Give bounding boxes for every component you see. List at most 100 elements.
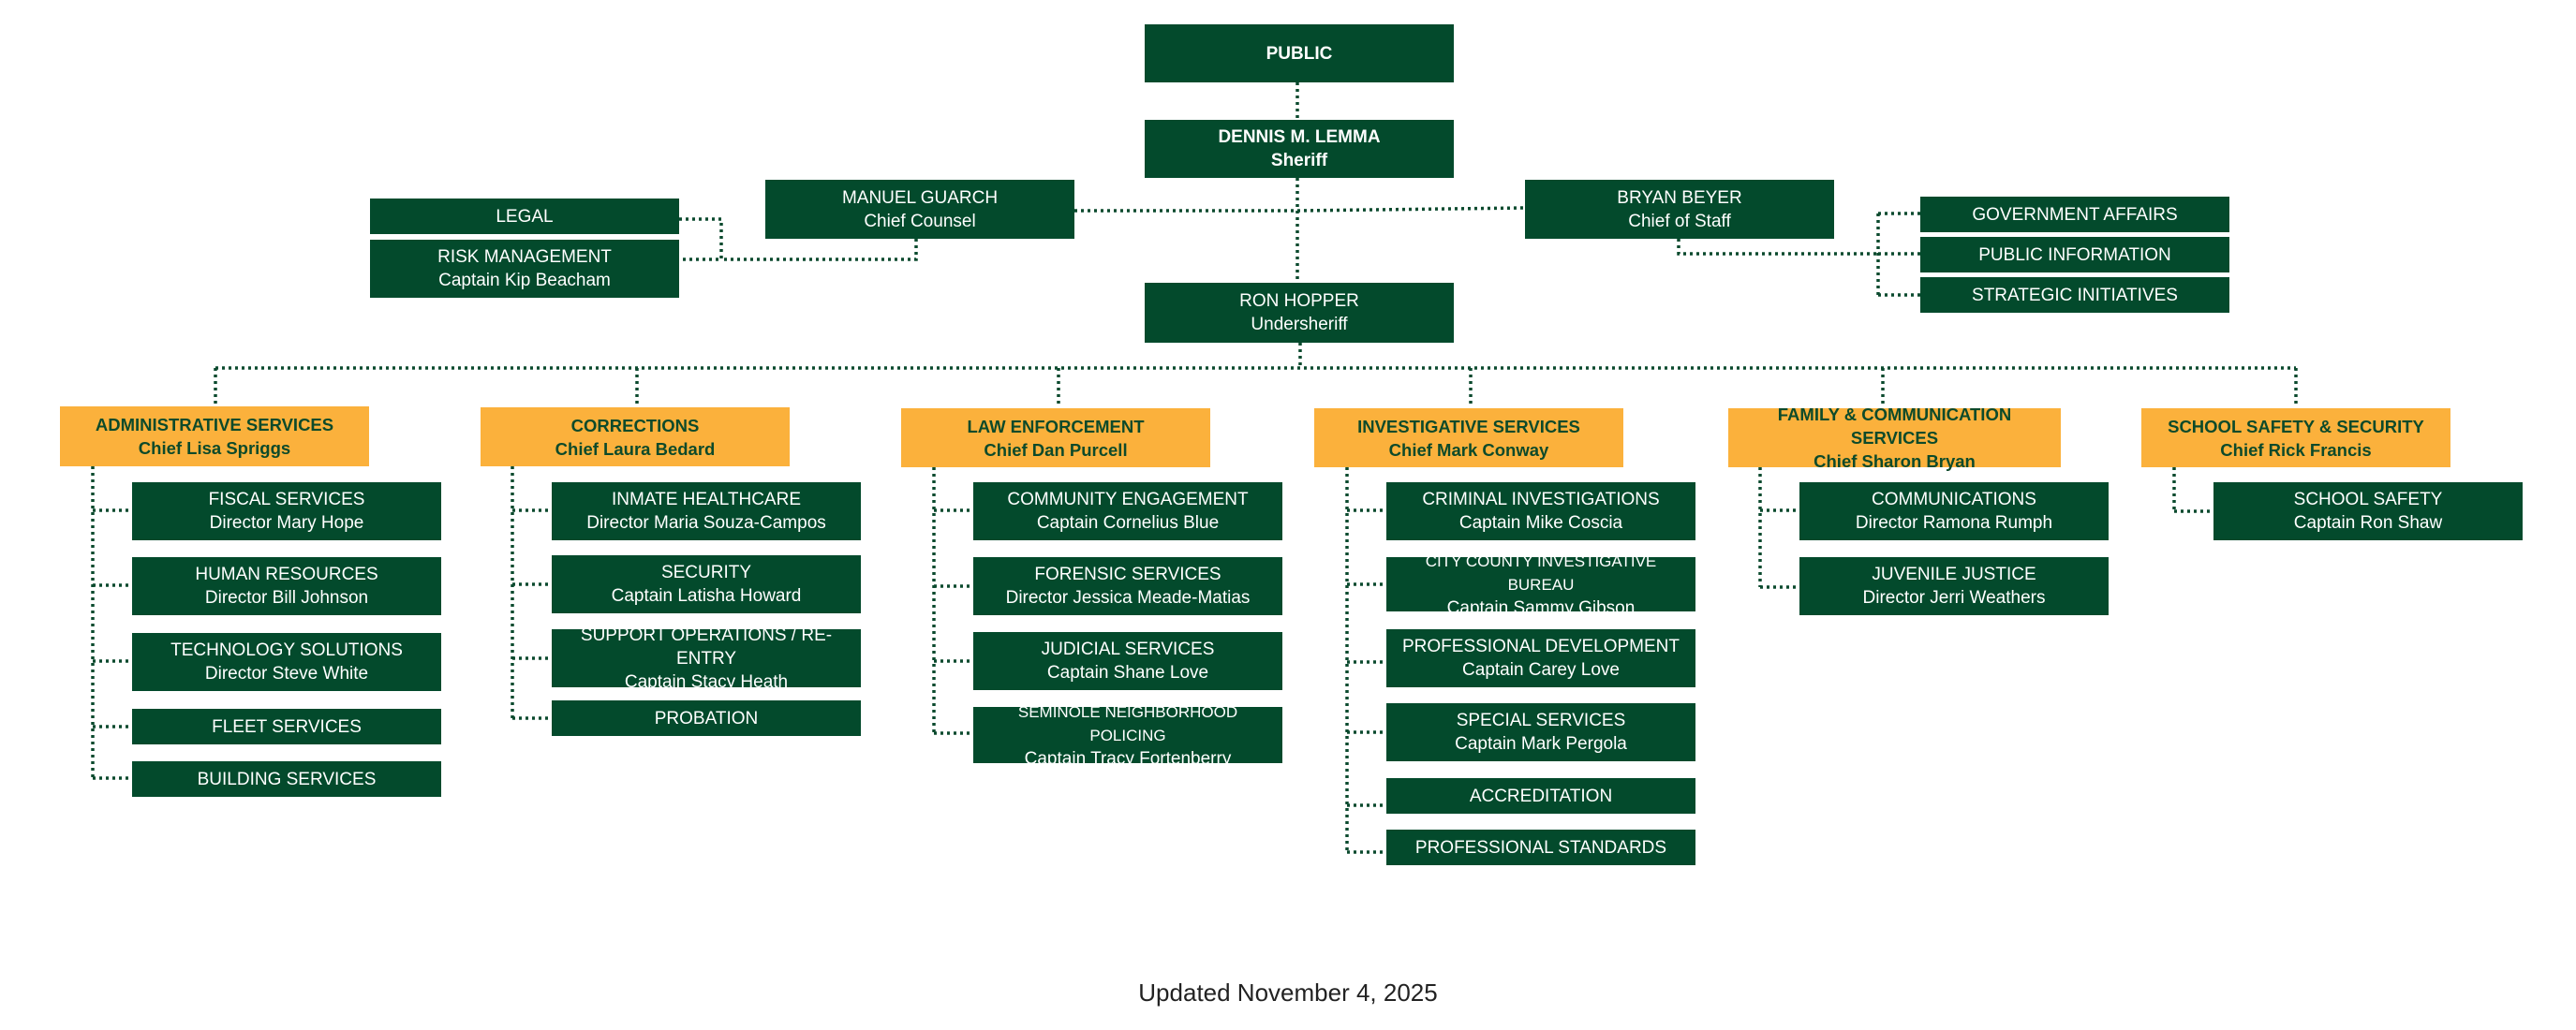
unit-city-county-investigative-bureau: CITY COUNTY INVESTIGATIVE BUREAU Captain… xyxy=(1386,552,1695,618)
sheriff-name: DENNIS M. LEMMA xyxy=(1218,127,1381,147)
unit-head: Director Jerri Weathers xyxy=(1862,588,2046,608)
undersheriff-box: RON HOPPER Undersheriff xyxy=(1145,283,1454,343)
unit-head: Captain Cornelius Blue xyxy=(1036,513,1220,533)
unit-juvenile-justice: JUVENILE JUSTICE Director Jerri Weathers xyxy=(1799,557,2109,615)
chief-counsel-name: MANUEL GUARCH xyxy=(841,187,999,208)
division-chief: Chief Rick Francis xyxy=(2220,439,2372,460)
unit-head: Captain Ron Shaw xyxy=(2293,513,2443,533)
unit-head: Captain Mark Pergola xyxy=(1455,734,1627,754)
unit-judicial-services: JUDICIAL SERVICES Captain Shane Love xyxy=(973,632,1282,690)
unit-name: JUVENILE JUSTICE xyxy=(1872,565,2036,584)
unit-name: PROBATION xyxy=(654,708,759,728)
public-information-box: PUBLIC INFORMATION xyxy=(1920,237,2229,272)
government-affairs-box: GOVERNMENT AFFAIRS xyxy=(1920,197,2229,232)
unit-head: Captain Latisha Howard xyxy=(611,586,802,606)
division-name: INVESTIGATIVE SERVICES xyxy=(1357,416,1580,436)
legal-box: LEGAL xyxy=(370,199,679,234)
unit-inmate-healthcare: INMATE HEALTHCARE Director Maria Souza-C… xyxy=(552,482,861,540)
unit-name: PROFESSIONAL STANDARDS xyxy=(1414,837,1667,858)
chief-counsel-box: MANUEL GUARCH Chief Counsel xyxy=(765,180,1074,239)
chief-of-staff-name: BRYAN BEYER xyxy=(1617,187,1742,208)
division-chief: Chief Mark Conway xyxy=(1388,439,1549,460)
updated-date: Updated November 4, 2025 xyxy=(1138,978,1438,1007)
unit-name: JUDICIAL SERVICES xyxy=(1041,640,1215,659)
unit-name: FLEET SERVICES xyxy=(212,716,362,737)
unit-name: SECURITY xyxy=(660,563,752,582)
unit-seminole-neighborhood-policing: SEMINOLE NEIGHBORHOOD POLICING Captain T… xyxy=(973,703,1282,769)
unit-school-safety: SCHOOL SAFETY Captain Ron Shaw xyxy=(2213,482,2523,540)
unit-support-operations: SUPPORT OPERATIONS / RE-ENTRY Captain St… xyxy=(552,625,861,692)
risk-management-name: RISK MANAGEMENT xyxy=(437,247,612,267)
division-chief: Chief Sharon Bryan xyxy=(1814,451,1976,471)
unit-head: Director Mary Hope xyxy=(209,513,364,533)
risk-management-box: RISK MANAGEMENT Captain Kip Beacham xyxy=(370,240,679,298)
unit-name: HUMAN RESOURCES xyxy=(195,565,378,584)
unit-name: SEMINOLE NEIGHBORHOOD POLICING xyxy=(1017,702,1238,744)
unit-name: COMMUNITY ENGAGEMENT xyxy=(1007,490,1249,509)
unit-fleet-services: FLEET SERVICES xyxy=(132,709,441,744)
unit-head: Captain Carey Love xyxy=(1462,660,1620,680)
public-label: PUBLIC xyxy=(1266,43,1333,64)
division-administrative-services: ADMINISTRATIVE SERVICES Chief Lisa Sprig… xyxy=(60,406,369,466)
sheriff-title: Sheriff xyxy=(1270,151,1328,170)
division-name: FAMILY & COMMUNICATION SERVICES xyxy=(1777,405,2012,448)
unit-criminal-investigations: CRIMINAL INVESTIGATIONS Captain Mike Cos… xyxy=(1386,482,1695,540)
sheriff-box: DENNIS M. LEMMA Sheriff xyxy=(1145,120,1454,178)
undersheriff-title: Undersheriff xyxy=(1251,315,1348,334)
unit-head: Captain Tracy Fortenberry xyxy=(1024,748,1232,769)
division-name: LAW ENFORCEMENT xyxy=(967,416,1145,436)
unit-professional-development: PROFESSIONAL DEVELOPMENT Captain Carey L… xyxy=(1386,629,1695,687)
strategic-initiatives-label: STRATEGIC INITIATIVES xyxy=(1972,285,2178,305)
public-box: PUBLIC xyxy=(1145,24,1454,82)
unit-security: SECURITY Captain Latisha Howard xyxy=(552,555,861,613)
unit-name: FORENSIC SERVICES xyxy=(1034,565,1221,584)
division-chief: Chief Laura Bedard xyxy=(555,438,716,459)
division-chief: Chief Dan Purcell xyxy=(984,439,1128,460)
unit-fiscal-services: FISCAL SERVICES Director Mary Hope xyxy=(132,482,441,540)
chief-of-staff-box: BRYAN BEYER Chief of Staff xyxy=(1525,180,1834,239)
unit-head: Director Jessica Meade-Matias xyxy=(1005,588,1251,608)
unit-forensic-services: FORENSIC SERVICES Director Jessica Meade… xyxy=(973,557,1282,615)
chief-of-staff-title: Chief of Staff xyxy=(1628,211,1731,231)
unit-special-services: SPECIAL SERVICES Captain Mark Pergola xyxy=(1386,703,1695,761)
chief-counsel-title: Chief Counsel xyxy=(864,211,976,231)
division-name: SCHOOL SAFETY & SECURITY xyxy=(2168,416,2424,436)
division-law-enforcement: LAW ENFORCEMENT Chief Dan Purcell xyxy=(901,408,1210,467)
unit-head: Captain Sammy Gibson xyxy=(1446,597,1636,618)
unit-building-services: BUILDING SERVICES xyxy=(132,761,441,797)
unit-community-engagement: COMMUNITY ENGAGEMENT Captain Cornelius B… xyxy=(973,482,1282,540)
unit-name: SUPPORT OPERATIONS / RE-ENTRY xyxy=(580,625,833,669)
unit-name: BUILDING SERVICES xyxy=(197,769,377,789)
unit-head: Director Ramona Rumph xyxy=(1855,513,2053,533)
government-affairs-label: GOVERNMENT AFFAIRS xyxy=(1972,204,2178,225)
division-investigative-services: INVESTIGATIVE SERVICES Chief Mark Conway xyxy=(1314,408,1623,467)
unit-head: Director Maria Souza-Campos xyxy=(586,513,826,533)
risk-management-head: Captain Kip Beacham xyxy=(438,271,611,290)
unit-head: Director Steve White xyxy=(204,664,369,684)
division-name: ADMINISTRATIVE SERVICES xyxy=(95,415,334,434)
unit-communications: COMMUNICATIONS Director Ramona Rumph xyxy=(1799,482,2109,540)
unit-name: CRIMINAL INVESTIGATIONS xyxy=(1422,490,1660,509)
unit-name: TECHNOLOGY SOLUTIONS xyxy=(170,640,403,660)
public-information-label: PUBLIC INFORMATION xyxy=(1978,244,2171,265)
division-family-communication-services: FAMILY & COMMUNICATION SERVICES Chief Sh… xyxy=(1728,405,2061,471)
unit-accreditation: ACCREDITATION xyxy=(1386,778,1695,814)
unit-name: CITY COUNTY INVESTIGATIVE BUREAU xyxy=(1425,552,1657,594)
legal-label: LEGAL xyxy=(496,206,554,227)
division-school-safety-security: SCHOOL SAFETY & SECURITY Chief Rick Fran… xyxy=(2141,408,2450,467)
unit-name: COMMUNICATIONS xyxy=(1872,490,2036,509)
division-corrections: CORRECTIONS Chief Laura Bedard xyxy=(481,407,790,466)
division-name: CORRECTIONS xyxy=(570,415,700,435)
undersheriff-name: RON HOPPER xyxy=(1239,291,1359,311)
unit-professional-standards: PROFESSIONAL STANDARDS xyxy=(1386,830,1695,865)
unit-name: SPECIAL SERVICES xyxy=(1456,711,1626,730)
unit-head: Director Bill Johnson xyxy=(204,588,369,608)
unit-name: INMATE HEALTHCARE xyxy=(612,490,801,509)
unit-technology-solutions: TECHNOLOGY SOLUTIONS Director Steve Whit… xyxy=(132,633,441,691)
unit-name: PROFESSIONAL DEVELOPMENT xyxy=(1402,637,1680,656)
unit-name: FISCAL SERVICES xyxy=(208,490,365,509)
unit-head: Captain Mike Coscia xyxy=(1458,513,1623,533)
unit-name: ACCREDITATION xyxy=(1469,786,1613,806)
unit-head: Captain Stacy Heath xyxy=(624,671,789,692)
